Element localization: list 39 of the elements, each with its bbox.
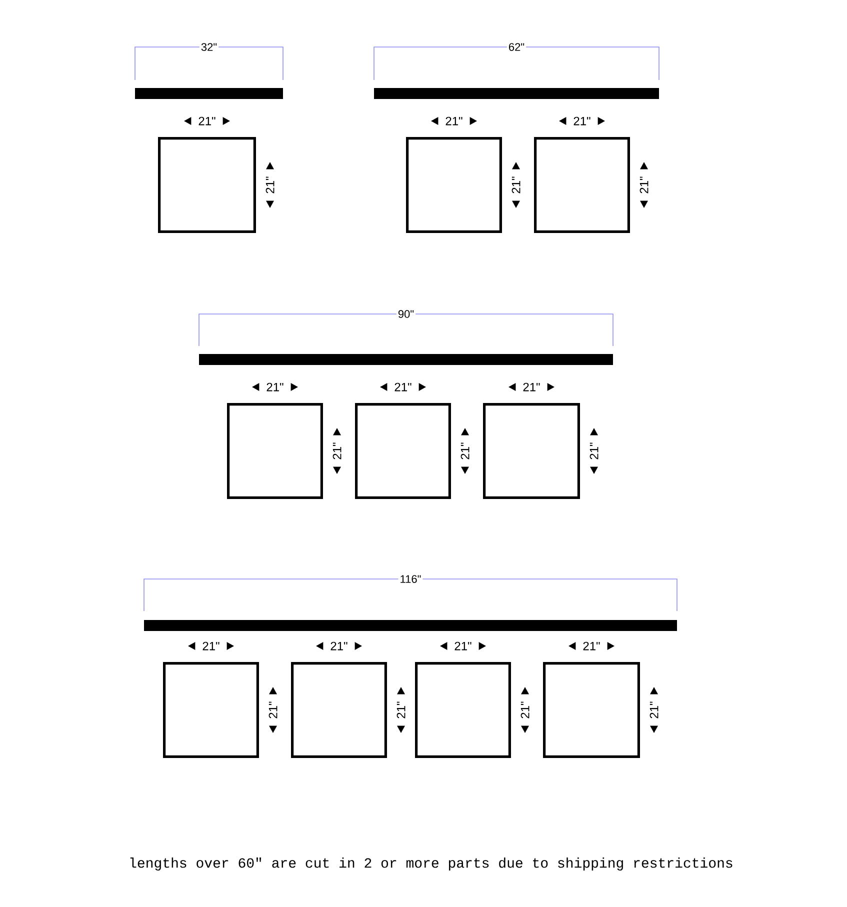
shelf-bar <box>144 620 677 631</box>
height-dimension: 21" <box>590 428 598 474</box>
square-box <box>543 662 640 758</box>
shelf-bar <box>374 88 659 99</box>
dimension-label: 62" <box>506 42 526 52</box>
footnote: lengths over 60" are cut in 2 or more parts due to shipping restrictions <box>130 857 732 871</box>
square-box <box>291 662 387 758</box>
width-dimension: 21" <box>431 116 477 126</box>
square-box <box>406 137 502 233</box>
width-dimension: 21" <box>559 116 605 126</box>
shelf-bar <box>199 354 613 365</box>
square-box <box>534 137 630 233</box>
square-box <box>158 137 256 233</box>
dimension-label: 32" <box>199 42 219 52</box>
shelf-bar <box>135 88 283 99</box>
width-dimension: 21" <box>316 642 362 650</box>
square-box <box>355 403 451 499</box>
height-dimension: 21" <box>460 428 470 474</box>
square-box <box>483 403 580 499</box>
height-dimension: 21" <box>520 687 530 733</box>
dimension-label: 90" <box>396 308 416 320</box>
width-dimension: 21" <box>188 642 234 650</box>
height-dimension: 21" <box>650 687 658 733</box>
square-box <box>163 662 259 758</box>
width-dimension: 21" <box>568 642 614 650</box>
square-box <box>227 403 323 499</box>
height-dimension: 21" <box>512 162 520 208</box>
width-dimension: 21" <box>380 382 426 392</box>
height-dimension: 21" <box>640 162 648 208</box>
height-dimension: 21" <box>396 687 406 733</box>
height-dimension: 21" <box>332 428 342 474</box>
dimension-label: 116" <box>398 574 423 584</box>
height-dimension: 21" <box>268 687 278 733</box>
width-dimension: 21" <box>440 642 486 650</box>
width-dimension: 21" <box>508 382 554 392</box>
height-dimension: 21" <box>266 162 274 208</box>
width-dimension: 21" <box>184 116 230 126</box>
square-box <box>415 662 511 758</box>
width-dimension: 21" <box>252 382 298 392</box>
